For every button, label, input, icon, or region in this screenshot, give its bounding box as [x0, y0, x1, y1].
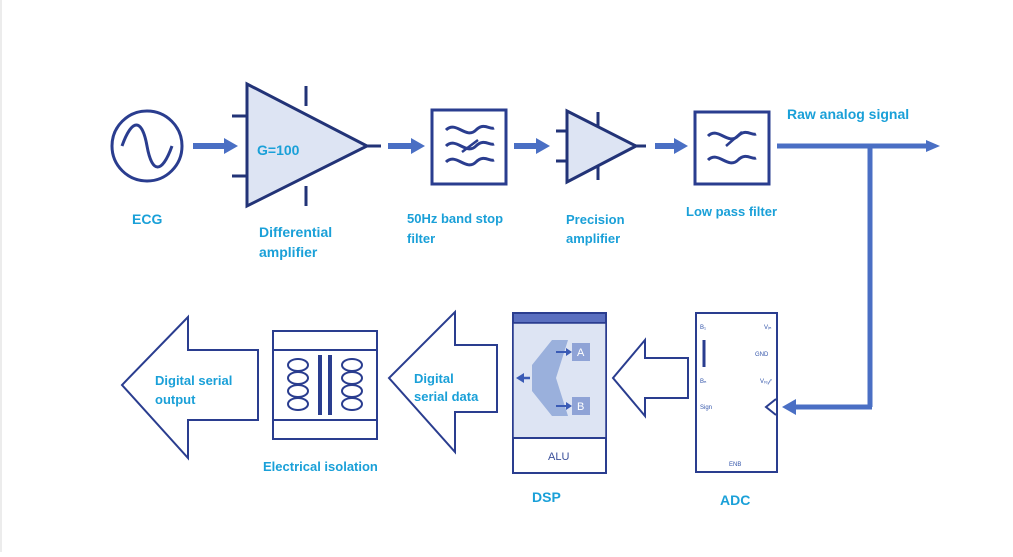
output-label-1: Digital serial	[155, 373, 232, 388]
adc-pin-vin: Vᵢₙ	[764, 325, 772, 331]
dsp-input-a-box	[572, 343, 590, 361]
core-bar-right	[328, 355, 332, 415]
band-stop-label-1: 50Hz band stop	[407, 211, 503, 226]
amplifier-triangle-icon	[245, 81, 371, 209]
gain-label: G=100	[257, 142, 300, 158]
arrow-adc-dsp-icon	[611, 337, 689, 419]
coil-right-icon	[341, 358, 363, 411]
adc-block	[695, 312, 778, 473]
arrow-serial-data-icon	[387, 309, 498, 455]
arrow-output-icon	[120, 314, 259, 461]
diff-amp-label-1: Differential	[259, 224, 332, 240]
adc-pin-bn: Bₙ	[700, 379, 707, 385]
adc-label: ADC	[720, 492, 750, 508]
dsp-alu-label: ALU	[548, 451, 569, 463]
sine-wave-icon	[120, 123, 174, 169]
dsp-block	[512, 312, 607, 474]
dsp-input-b: B	[577, 401, 584, 413]
isolation-block	[272, 330, 378, 440]
band-stop-label-2: filter	[407, 231, 435, 246]
precision-label-2: amplifier	[566, 231, 620, 246]
isolation-label: Electrical isolation	[263, 459, 378, 474]
diff-amp-label-2: amplifier	[259, 244, 318, 260]
core-bar-left	[318, 355, 322, 415]
adc-pin-sign: Sign	[700, 405, 712, 411]
output-label-2: output	[155, 392, 196, 407]
adc-pin-gnd: GND	[755, 352, 769, 358]
dsp-output-arrow-icon	[516, 373, 524, 383]
alu-shape-icon	[532, 340, 568, 416]
wave-bottom-icon	[444, 156, 495, 167]
dsp-input-a: A	[577, 347, 585, 359]
serial-data-label-2: serial data	[414, 389, 479, 404]
coil-left-icon	[287, 358, 309, 411]
adc-pin-vref: Vᵣₑ𝒻	[760, 378, 773, 385]
ecg-label: ECG	[132, 211, 162, 227]
dsp-label: DSP	[532, 489, 561, 505]
adc-pin-enb: ENB	[729, 462, 741, 468]
precision-triangle-icon	[565, 108, 640, 185]
ecg-source	[110, 109, 184, 183]
precision-label-1: Precision	[566, 212, 625, 227]
low-pass-filter	[693, 110, 771, 186]
low-pass-label: Low pass filter	[686, 204, 777, 219]
wave-mid-icon	[444, 140, 495, 151]
differential-amplifier	[232, 81, 381, 209]
wave-top-icon	[444, 124, 495, 135]
adc-pin-b1: B₁	[700, 325, 706, 331]
dsp-input-b-box	[572, 397, 590, 415]
lp-wave-bottom-icon	[706, 154, 757, 165]
band-stop-filter	[430, 108, 508, 186]
serial-data-label-1: Digital	[414, 371, 454, 386]
raw-signal-label: Raw analog signal	[787, 106, 909, 122]
precision-amplifier	[556, 108, 646, 185]
